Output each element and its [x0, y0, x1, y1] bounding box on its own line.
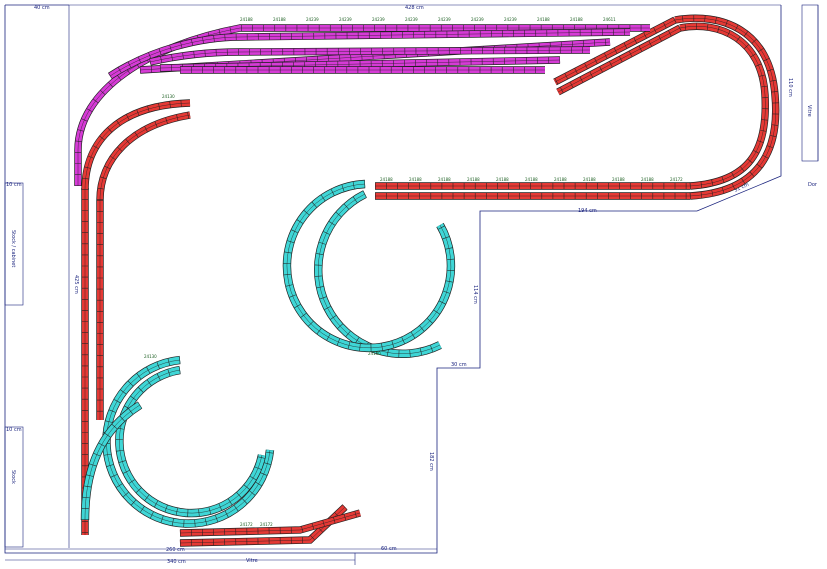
track-label-misc-1: 24130 [144, 354, 157, 359]
red-right-loop-inner-bed [674, 15, 779, 199]
cyan-lower-loop-inner-bed [115, 366, 266, 517]
cyan-upper-loop-outer-centerline [318, 193, 441, 354]
dimension-step: 30 cm [451, 362, 467, 368]
dimension-bottom-total: 340 cm [167, 559, 186, 565]
dimension-bottom-right: 60 cm [381, 546, 397, 552]
track-label-top-2: 24239 [306, 17, 319, 22]
cyan-upper-loop-outer [314, 190, 442, 358]
stock-box-upper [4, 182, 24, 306]
track-label-bottom-1: 24172 [260, 522, 273, 527]
track-label-top-10: 24188 [570, 17, 583, 22]
track-label-mid-8: 24188 [612, 177, 625, 182]
red-right-loop-outer-bed [679, 23, 769, 189]
dimension-mid-vertical: 114 cm [472, 285, 478, 304]
track-label-misc-2: 24130 [368, 351, 381, 356]
red-upper-left-curve-inner-centerline [99, 114, 191, 201]
track-label-top-0: 24188 [240, 17, 253, 22]
magenta-yard-track-3 [149, 46, 591, 66]
dimension-bottom-inner: 260 cm [166, 547, 185, 553]
room-walls [4, 4, 819, 565]
track-label-mid-5: 24188 [525, 177, 538, 182]
stock-box-lower [4, 426, 24, 548]
red-spur-outer [556, 24, 682, 96]
cyan-lower-loop-inner [115, 365, 267, 518]
track-label-top-4: 24239 [372, 17, 385, 22]
dimension-lower-vertical: 182 cm [428, 452, 434, 471]
track-label-top-1: 24188 [273, 17, 286, 22]
dimension-left-main: 425 cm [73, 275, 79, 294]
magenta-yard-track-1 [107, 28, 631, 80]
red-spur-inner [553, 16, 677, 86]
right-window-box [801, 4, 819, 162]
track-label-top-5: 24239 [405, 17, 418, 22]
room-outline [4, 5, 782, 554]
track-label-top-8: 24239 [504, 17, 517, 22]
red-bottom-inner [179, 509, 362, 537]
cyan-lower-loop-outer-bed [102, 356, 274, 528]
track-label-mid-9: 24188 [641, 177, 654, 182]
red-right-loop-outer [679, 22, 770, 190]
track-label-bottom-0: 24172 [240, 522, 253, 527]
track-label-top-3: 24239 [339, 17, 352, 22]
track-label-top-6: 24239 [438, 17, 451, 22]
red-upper-left-curve-outer [81, 99, 191, 191]
red-spur-inner-centerline [554, 19, 676, 83]
track-label-mid-4: 24188 [496, 177, 509, 182]
dimension-right-top: 110 cm [787, 78, 793, 97]
dimension-top: 428 cm [405, 5, 424, 11]
track-label-mid-7: 24188 [583, 177, 596, 182]
magenta-main-curve [74, 24, 650, 186]
label-stock-cabinet: Stock / cabinet [10, 230, 16, 267]
track-label-mid-6: 24188 [554, 177, 567, 182]
red-right-loop-inner [674, 14, 780, 200]
cyan-lower-lead [80, 401, 143, 521]
cyan-lower-loop-inner-centerline [119, 369, 263, 514]
track-label-mid-0: 24188 [380, 177, 393, 182]
red-bottom-inner-centerline [179, 512, 361, 534]
red-spur-outer-centerline [557, 27, 681, 93]
cyan-lower-loop-outer-centerline [106, 359, 271, 524]
cyan-lower-loop-outer [102, 355, 275, 528]
track-label-top-9: 24188 [537, 17, 550, 22]
dimension-top-left: 40 cm [34, 5, 50, 11]
track-label-mid-10: 24172 [670, 177, 683, 182]
dimension-mid-horizontal: 194 cm [578, 208, 597, 214]
track-label-mid-2: 24188 [438, 177, 451, 182]
red-upper-left-curve-inner [96, 111, 191, 201]
track-label-top-7: 24239 [471, 17, 484, 22]
red-upper-left-curve-outer-centerline [84, 102, 191, 191]
track-label-mid-3: 24188 [467, 177, 480, 182]
track-label-mid-1: 24188 [409, 177, 422, 182]
track-label-misc-0: 24130 [162, 94, 175, 99]
magenta-yard-track-3-centerline [149, 49, 591, 63]
cyan-upper-loop-inner-centerline [286, 183, 452, 349]
dimension-left-box: 10 cm [6, 182, 22, 188]
label-vitre-right: Vitre [806, 105, 812, 117]
label-vitre-bottom: Vitre [246, 558, 258, 564]
label-stock: Stock [10, 470, 16, 484]
label-door: Dor [808, 182, 818, 188]
dimension-left-box2: 10 cm [6, 427, 22, 433]
magenta-yard-track-1-centerline [109, 31, 631, 77]
track-label-top-11: 24611 [603, 17, 616, 22]
cyan-upper-loop-inner [282, 179, 456, 353]
